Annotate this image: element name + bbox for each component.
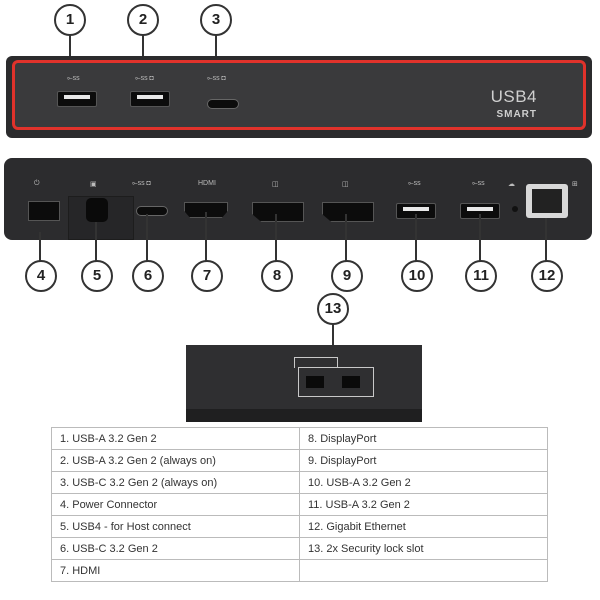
callout-3: 3 (200, 4, 232, 36)
bracket-line (294, 357, 338, 368)
ethernet-icon: ⊞ (572, 181, 578, 188)
legend-cell: 8. DisplayPort (299, 427, 548, 450)
security-lock-slot (306, 376, 324, 388)
panel-bottom-edge (186, 409, 422, 422)
dock-front-panel: ⟜ss ⟜ss ◘ ⟜ss ◘ USB4 SMART (6, 56, 592, 138)
legend-cell: 6. USB-C 3.2 Gen 2 (51, 537, 300, 560)
usb-c-port-6 (136, 206, 168, 216)
cloud-icon: ☁ (508, 181, 515, 188)
legend-cell: 1. USB-A 3.2 Gen 2 (51, 427, 300, 450)
security-lock-detail (186, 345, 422, 422)
dock-back-panel: ⏻ ▣ ⟜ss ◘ HDMI ◫ ◫ ⟜ss ⟜ss ☁ ⊞ (4, 158, 592, 240)
displayport-port-8 (252, 202, 304, 222)
callout-11: 11 (465, 260, 497, 292)
hdmi-label: HDMI (198, 180, 216, 187)
power-port (28, 201, 60, 221)
brand-usb4: USB4 (490, 87, 537, 106)
usb-icon: ⟜ss ◘ (135, 75, 154, 82)
brand-smart: SMART (496, 109, 537, 120)
usb-a-port-2 (130, 91, 170, 107)
ethernet-port-12 (526, 184, 568, 218)
callout-6: 6 (132, 260, 164, 292)
usb-c-port-3 (207, 99, 239, 109)
leader-line (275, 214, 277, 262)
legend-row: 3. USB-C 3.2 Gen 2 (always on)10. USB-A … (51, 471, 548, 494)
leader-line (205, 212, 207, 262)
security-lock-slot (342, 376, 360, 388)
legend-cell: 2. USB-A 3.2 Gen 2 (always on) (51, 449, 300, 472)
callout-5: 5 (81, 260, 113, 292)
callout-4: 4 (25, 260, 57, 292)
callout-7: 7 (191, 260, 223, 292)
lock-bracket (298, 367, 374, 397)
legend-cell: 12. Gigabit Ethernet (299, 515, 548, 538)
leader-line (39, 232, 41, 262)
displayport-icon: ◫ (342, 181, 349, 188)
usb-icon: ⟜ss (472, 180, 485, 187)
usb-icon: ⟜ss (67, 75, 80, 82)
ethernet-jack (532, 189, 562, 213)
front-red-trim: ⟜ss ⟜ss ◘ ⟜ss ◘ USB4 SMART (12, 60, 586, 130)
legend-cell: 11. USB-A 3.2 Gen 2 (299, 493, 548, 516)
leader-line (95, 222, 97, 262)
usb-c-icon: ⟜ss ◘ (132, 180, 151, 187)
legend-row: 2. USB-A 3.2 Gen 2 (always on)9. Display… (51, 449, 548, 472)
usb-c-icon: ⟜ss ◘ (207, 75, 226, 82)
legend-cell: 7. HDMI (51, 559, 300, 582)
callout-9: 9 (331, 260, 363, 292)
leader-line (545, 218, 547, 262)
legend-cell: 4. Power Connector (51, 493, 300, 516)
callout-2: 2 (127, 4, 159, 36)
callout-1: 1 (54, 4, 86, 36)
legend-cell: 3. USB-C 3.2 Gen 2 (always on) (51, 471, 300, 494)
callout-10: 10 (401, 260, 433, 292)
leader-line (479, 214, 481, 262)
displayport-icon: ◫ (272, 181, 279, 188)
legend-cell: 9. DisplayPort (299, 449, 548, 472)
status-led (512, 206, 518, 212)
displayport-port-9 (322, 202, 374, 222)
leader-line (415, 214, 417, 262)
callout-8: 8 (261, 260, 293, 292)
leader-line (146, 214, 148, 262)
legend-row: 7. HDMI (51, 559, 548, 582)
usb4-host-connector (86, 198, 108, 222)
legend-cell (299, 559, 548, 582)
power-icon: ⏻ (34, 180, 40, 187)
legend-cell: 10. USB-A 3.2 Gen 2 (299, 471, 548, 494)
leader-line (345, 214, 347, 262)
usb-icon: ⟜ss (408, 180, 421, 187)
callout-12: 12 (531, 260, 563, 292)
host-icon: ▣ (90, 181, 97, 188)
usb-a-port-1 (57, 91, 97, 107)
legend-cell: 5. USB4 - for Host connect (51, 515, 300, 538)
callout-13: 13 (317, 293, 349, 325)
legend-cell: 13. 2x Security lock slot (299, 537, 548, 560)
